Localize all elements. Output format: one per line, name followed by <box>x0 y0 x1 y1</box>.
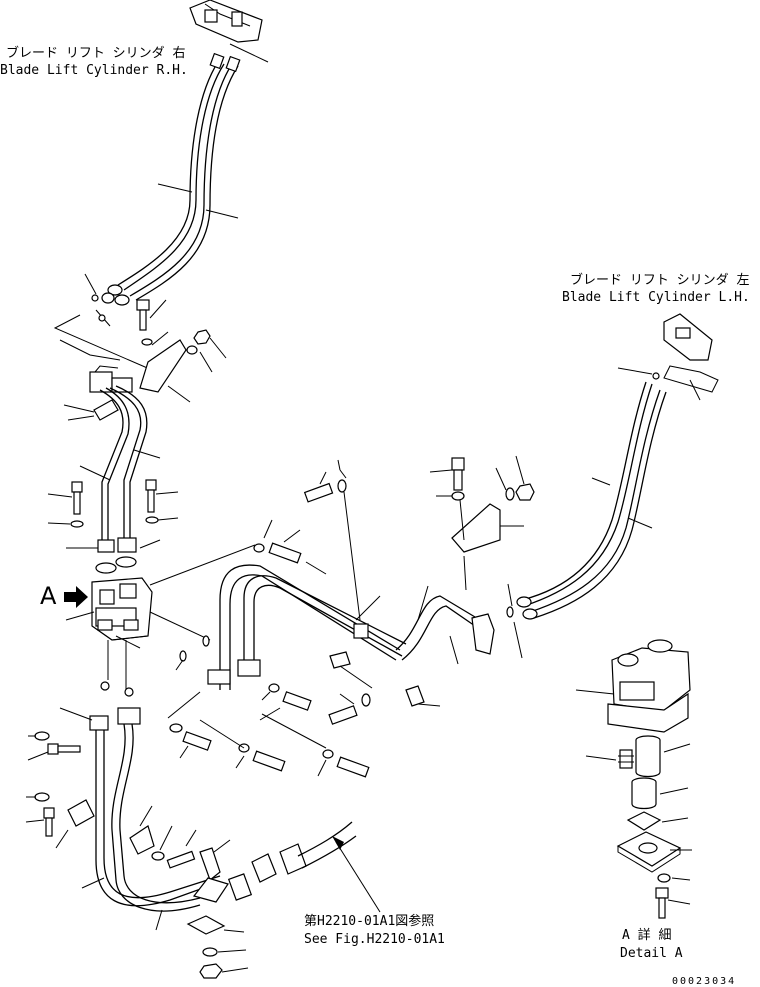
reference-label-en: See Fig.H2210-01A1 <box>304 932 445 947</box>
lh-cylinder-fitting <box>663 313 719 401</box>
center-right-bracket <box>429 455 535 591</box>
rh-cylinder-fitting <box>189 0 269 63</box>
detail-a-components <box>585 735 692 919</box>
lh-cylinder-label-en: Blade Lift Cylinder L.H. <box>562 290 750 305</box>
rh-pipes-to-valve <box>79 385 161 553</box>
detail-a-valve <box>575 639 691 733</box>
lower-left-fasteners <box>25 731 95 849</box>
valve-upper-fasteners <box>47 479 179 549</box>
arrow-right-icon <box>64 586 88 608</box>
lower-left-pipes <box>59 707 221 931</box>
leaders-upper-left <box>53 273 153 371</box>
rh-cylinder-label-jp: ブレード リフト シリンダ 右 <box>6 45 185 61</box>
center-long-pipes <box>207 561 495 690</box>
figure-number: 00023034 <box>672 976 736 987</box>
center-top-fasteners <box>268 459 361 621</box>
o-rings-mid <box>175 519 273 671</box>
reference-label-jp: 第H2210-01A1図参照 <box>304 913 434 929</box>
detail-a-label-en: Detail A <box>620 946 683 961</box>
bottom-clamps <box>129 805 249 979</box>
bottom-hose-connection <box>227 821 381 913</box>
rh-bracket-fasteners <box>136 299 227 403</box>
detail-a-label-jp: A 詳 細 <box>622 927 671 943</box>
rh-hoses <box>101 52 241 306</box>
lh-hoses <box>506 367 667 659</box>
rh-pipe-clamp <box>63 365 133 421</box>
detail-marker-a: A <box>40 582 57 610</box>
lh-cylinder-label-jp: ブレード リフト シリンダ 左 <box>570 272 749 288</box>
main-valve-block <box>65 544 256 697</box>
rh-cylinder-label-en: Blade Lift Cylinder R.H. <box>0 63 188 78</box>
middle-fasteners <box>167 683 441 778</box>
